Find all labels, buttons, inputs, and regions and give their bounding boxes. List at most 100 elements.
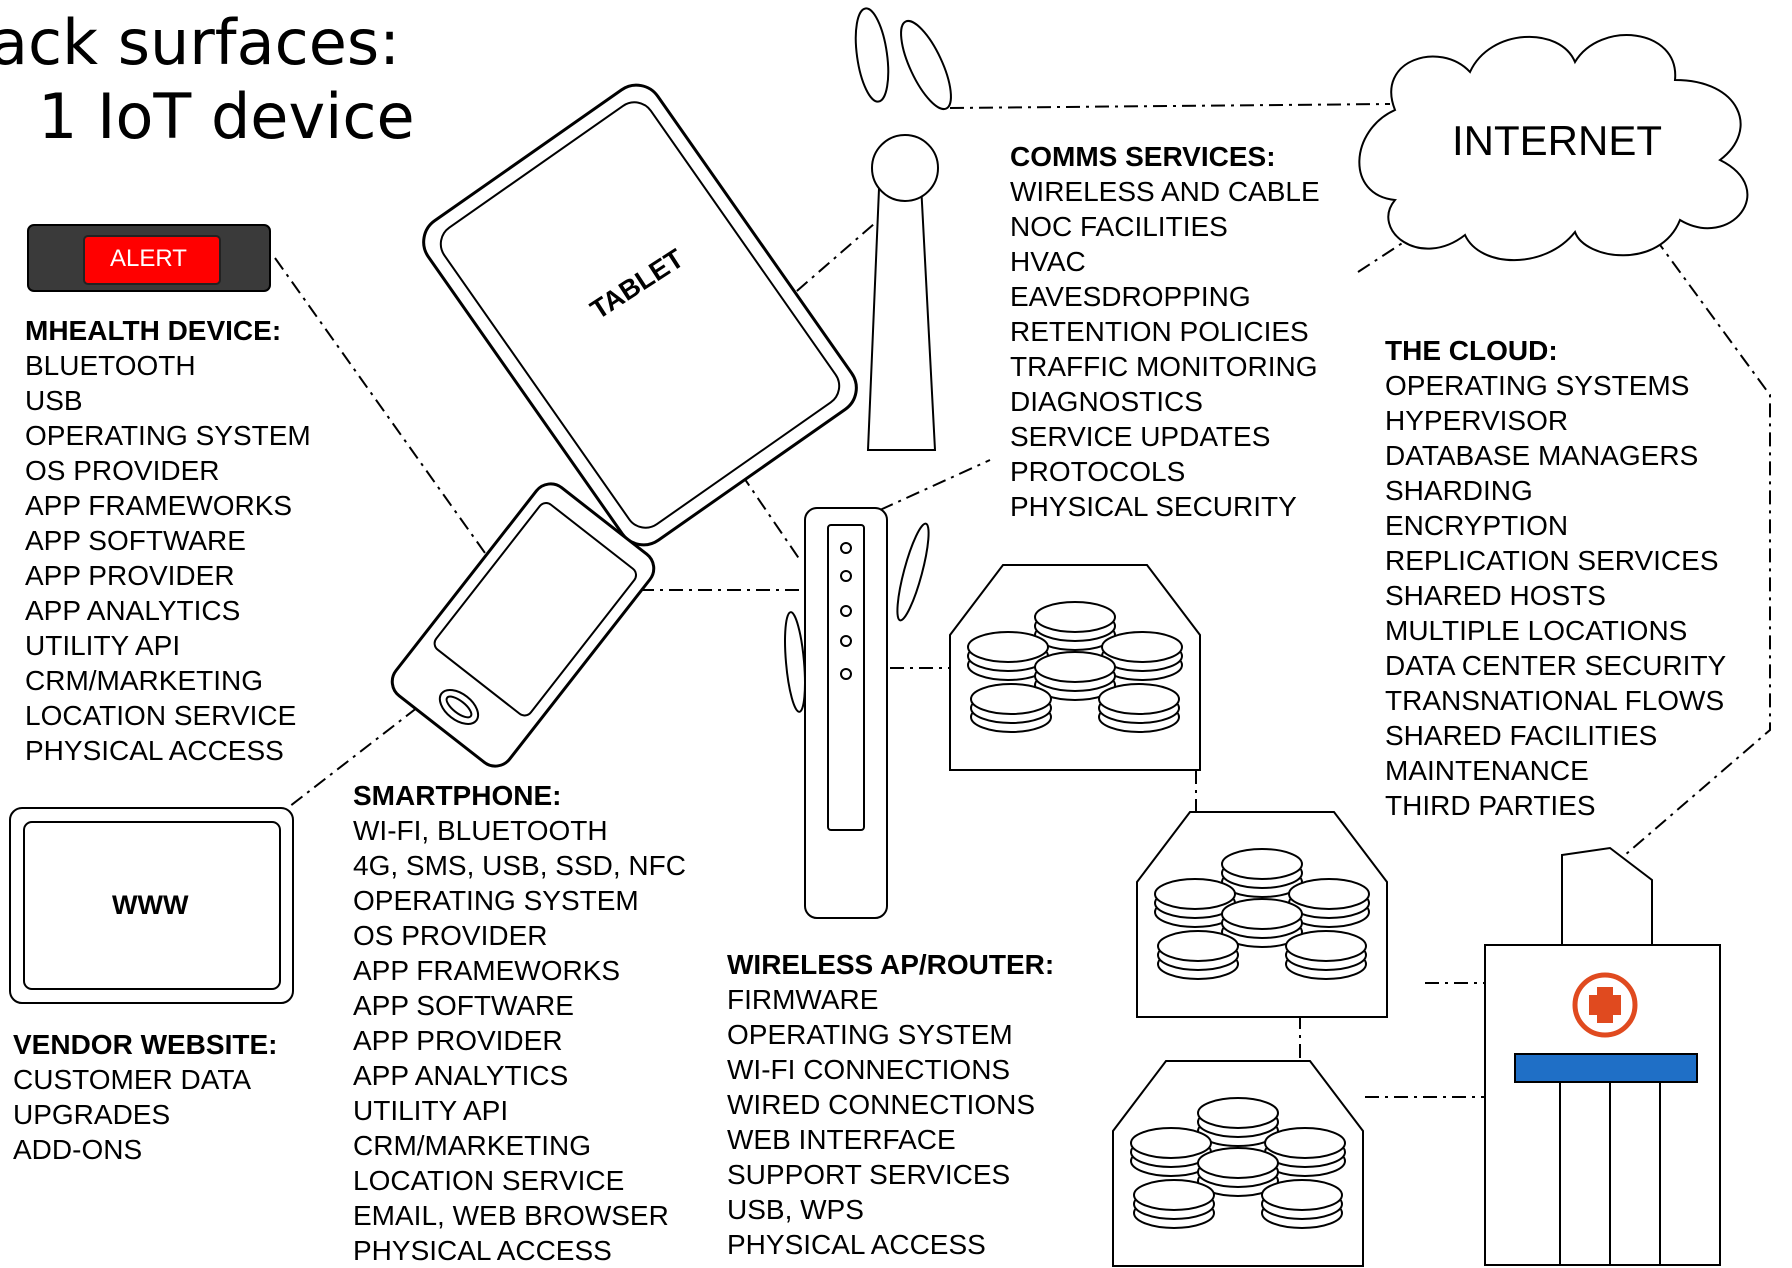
- link-phone-www: [284, 689, 441, 811]
- comms-item: HVAC: [1010, 246, 1086, 277]
- vendor-block: VENDOR WEBSITE: CUSTOMER DATA UPGRADES ADD…: [13, 1027, 277, 1167]
- internet-label: INTERNET: [1452, 117, 1662, 164]
- comms-item: WIRELESS AND CABLE: [1010, 176, 1320, 207]
- hospital-icon: [1484, 846, 1721, 1266]
- cloud-header: THE CLOUD:: [1385, 335, 1558, 366]
- mhealth-item: LOCATION SERVICE: [25, 700, 297, 731]
- cloud-item: DATA CENTER SECURITY: [1385, 650, 1727, 681]
- smartphone-item: APP ANALYTICS: [353, 1060, 569, 1091]
- mhealth-item: OPERATING SYSTEM: [25, 420, 311, 451]
- mhealth-item: APP ANALYTICS: [25, 595, 241, 626]
- cloud-item: HYPERVISOR: [1385, 405, 1569, 436]
- mhealth-item: CRM/MARKETING: [25, 665, 263, 696]
- comms-item: TRAFFIC MONITORING: [1010, 351, 1318, 382]
- cloud-item: OPERATING SYSTEMS: [1385, 370, 1690, 401]
- mhealth-header: MHEALTH DEVICE:: [25, 315, 282, 346]
- alert-device-icon: [27, 224, 271, 292]
- server-icon: [1136, 811, 1388, 1018]
- cloud-item: SHARDING: [1385, 475, 1533, 506]
- router-item: FIRMWARE: [727, 984, 879, 1015]
- mhealth-item: APP FRAMEWORKS: [25, 490, 293, 521]
- smartphone-item: EMAIL, WEB BROWSER: [353, 1200, 669, 1231]
- mhealth-items: BLUETOOTH USB OPERATING SYSTEM OS PROVIDER A…: [25, 348, 311, 768]
- mhealth-item: OS PROVIDER: [25, 455, 220, 486]
- link-router-comms: [879, 459, 991, 511]
- www-label: WWW: [112, 890, 189, 920]
- vendor-header: VENDOR WEBSITE:: [13, 1029, 278, 1060]
- link-alert-phone: [274, 257, 491, 561]
- monitor-icon: [9, 807, 294, 1004]
- vendor-item: ADD-ONS: [13, 1134, 143, 1165]
- smartphone-item: OPERATING SYSTEM: [353, 885, 639, 916]
- server-icon: [1112, 1060, 1364, 1267]
- comms-item: DIAGNOSTICS: [1010, 386, 1203, 417]
- comms-item: EAVESDROPPING: [1010, 281, 1251, 312]
- smartphone-item: UTILITY API: [353, 1095, 509, 1126]
- page-title-line1: ack surfaces:: [0, 6, 401, 79]
- cloud-item: REPLICATION SERVICES: [1385, 545, 1719, 576]
- cloud-item: TRANSNATIONAL FLOWS: [1385, 685, 1725, 716]
- cloud-items: OPERATING SYSTEMS HYPERVISOR DATABASE MANA…: [1385, 368, 1726, 823]
- cloud-item: ENCRYPTION: [1385, 510, 1569, 541]
- smartphone-item: 4G, SMS, USB, SSD, NFC: [353, 850, 686, 881]
- link-tower-cloud: [949, 103, 1391, 109]
- mhealth-item: PHYSICAL ACCESS: [25, 735, 284, 766]
- cloud-item: MULTIPLE LOCATIONS: [1385, 615, 1688, 646]
- mhealth-item: UTILITY API: [25, 630, 181, 661]
- page-title-line2: 1 IoT device: [38, 80, 415, 153]
- smartphone-item: WI-FI, BLUETOOTH: [353, 815, 608, 846]
- cloud-item: THIRD PARTIES: [1385, 790, 1596, 821]
- router-icon: [784, 507, 930, 919]
- router-item: OPERATING SYSTEM: [727, 1019, 1013, 1050]
- link-cloud-right: [1624, 237, 1771, 856]
- tablet-icon: [422, 83, 858, 547]
- cloud-item: MAINTENANCE: [1385, 755, 1589, 786]
- router-item: USB, WPS: [727, 1194, 864, 1225]
- router-item: SUPPORT SERVICES: [727, 1159, 1011, 1190]
- smartphone-item: APP PROVIDER: [353, 1025, 563, 1056]
- smartphone-item: PHYSICAL ACCESS: [353, 1235, 612, 1266]
- mhealth-item: BLUETOOTH: [25, 350, 196, 381]
- link-tablet-tower: [774, 209, 891, 311]
- vendor-item: UPGRADES: [13, 1099, 171, 1130]
- smartphone-item: APP FRAMEWORKS: [353, 955, 621, 986]
- comms-item: SERVICE UPDATES: [1010, 421, 1271, 452]
- comms-item: PHYSICAL SECURITY: [1010, 491, 1297, 522]
- router-items: FIRMWARE OPERATING SYSTEM WI-FI CONNECTION…: [727, 982, 1054, 1262]
- router-block: WIRELESS AP/ROUTER: FIRMWARE OPERATING SY…: [727, 947, 1054, 1262]
- router-item: WIRED CONNECTIONS: [727, 1089, 1035, 1120]
- mhealth-item: APP SOFTWARE: [25, 525, 246, 556]
- server-icon: [949, 564, 1201, 771]
- comms-block: COMMS SERVICES: WIRELESS AND CABLE NOC FA…: [1010, 139, 1320, 524]
- smartphone-items: WI-FI, BLUETOOTH 4G, SMS, USB, SSD, NFC OP…: [353, 813, 686, 1268]
- server-group: [949, 564, 1388, 1267]
- smartphone-item: CRM/MARKETING: [353, 1130, 591, 1161]
- smartphone-item: APP SOFTWARE: [353, 990, 574, 1021]
- router-header: WIRELESS AP/ROUTER:: [727, 949, 1055, 980]
- alert-label: ALERT: [110, 245, 187, 272]
- smartphone-icon: [390, 482, 656, 768]
- comms-item: RETENTION POLICIES: [1010, 316, 1309, 347]
- mhealth-item: USB: [25, 385, 83, 416]
- router-item: WEB INTERFACE: [727, 1124, 956, 1155]
- tower-icon: [854, 7, 952, 451]
- cloud-item: SHARED HOSTS: [1385, 580, 1606, 611]
- comms-item: PROTOCOLS: [1010, 456, 1186, 487]
- comms-item: NOC FACILITIES: [1010, 211, 1228, 242]
- vendor-item: CUSTOMER DATA: [13, 1064, 252, 1095]
- comms-items: WIRELESS AND CABLE NOC FACILITIES HVAC EAVE…: [1010, 174, 1320, 524]
- cloud-icon: [1358, 34, 1749, 261]
- smartphone-item: OS PROVIDER: [353, 920, 548, 951]
- cloud-item: SHARED FACILITIES: [1385, 720, 1658, 751]
- mhealth-item: APP PROVIDER: [25, 560, 235, 591]
- cloud-item: DATABASE MANAGERS: [1385, 440, 1699, 471]
- mhealth-block: MHEALTH DEVICE: BLUETOOTH USB OPERATING SY…: [25, 313, 311, 768]
- vendor-items: CUSTOMER DATA UPGRADES ADD-ONS: [13, 1062, 277, 1167]
- smartphone-item: LOCATION SERVICE: [353, 1165, 625, 1196]
- cloud-block: THE CLOUD: OPERATING SYSTEMS HYPERVISOR DA…: [1385, 333, 1726, 823]
- router-item: WI-FI CONNECTIONS: [727, 1054, 1011, 1085]
- router-item: PHYSICAL ACCESS: [727, 1229, 986, 1260]
- comms-header: COMMS SERVICES:: [1010, 141, 1276, 172]
